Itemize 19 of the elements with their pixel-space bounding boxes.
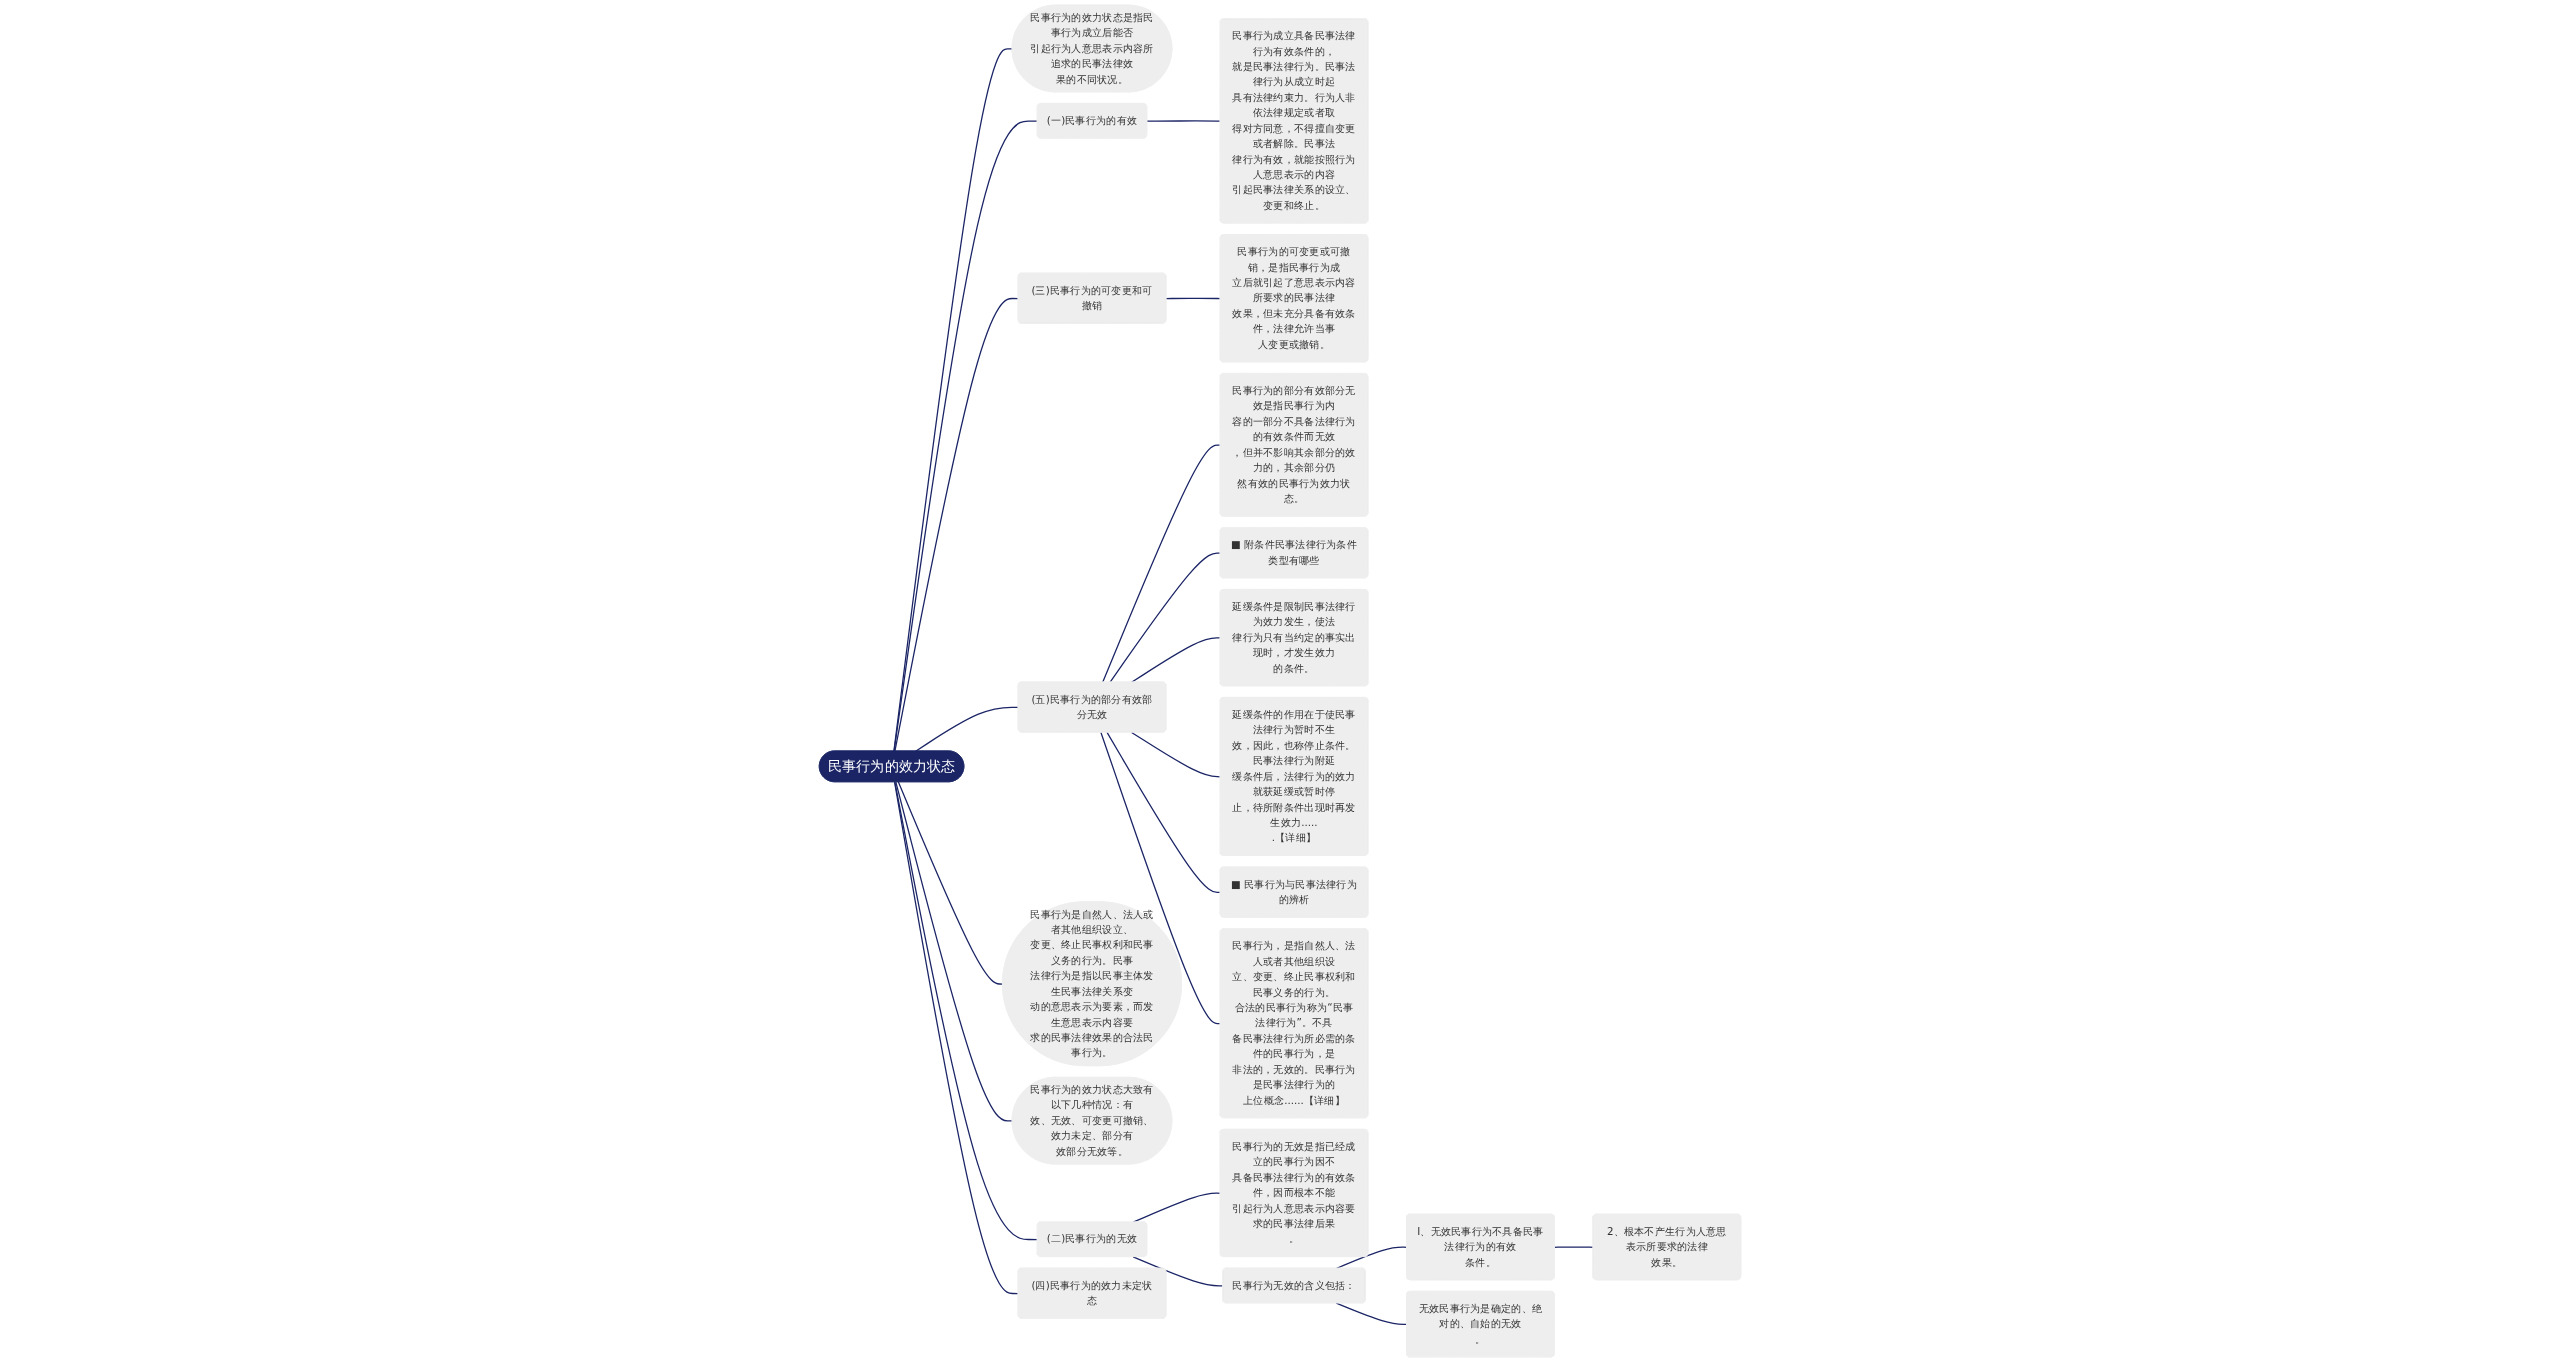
connector: [1335, 1246, 1408, 1270]
connector: [1130, 731, 1222, 778]
connector: [1100, 731, 1222, 1025]
connector: [893, 48, 1014, 752]
connector: [893, 120, 1039, 752]
connector: [1146, 120, 1222, 122]
connector: [895, 781, 1014, 1122]
connector: [1106, 731, 1222, 894]
connector: [897, 781, 1004, 985]
connector: [893, 781, 1020, 1295]
connector: [1132, 1256, 1224, 1287]
connector: [894, 297, 1020, 752]
connector: [1335, 1302, 1408, 1326]
connector: [1109, 552, 1222, 683]
connector: [1165, 297, 1222, 300]
connector: [1102, 444, 1222, 683]
connector: [915, 706, 1020, 752]
connector: [894, 781, 1039, 1241]
connector: [1554, 1246, 1594, 1248]
